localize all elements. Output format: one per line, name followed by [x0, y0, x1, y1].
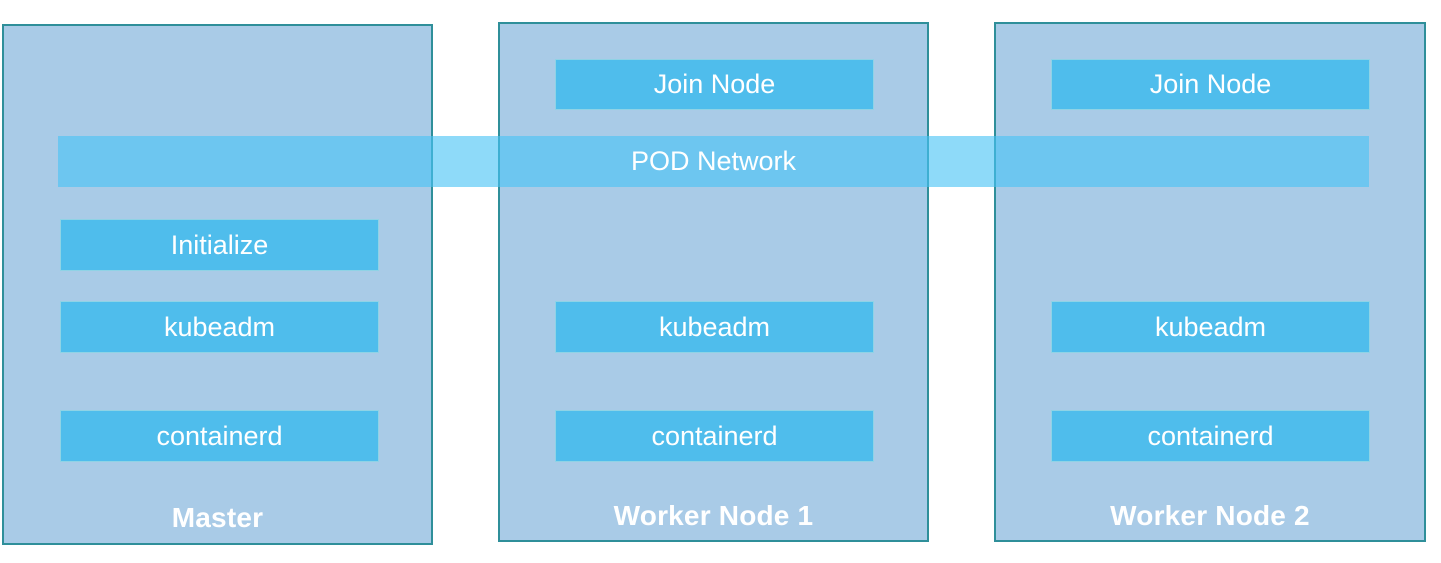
master-kubeadm-box: kubeadm — [60, 301, 379, 353]
master-node-label: Master — [171, 502, 264, 533]
pod-network-band: POD Network — [58, 136, 1369, 187]
worker-node-2: Join Node kubeadm containerd Worker Node… — [994, 22, 1426, 542]
worker-node-1-label: Worker Node 1 — [613, 500, 814, 531]
worker1-containerd-box: containerd — [555, 410, 874, 462]
worker-node-1: Join Node kubeadm containerd Worker Node… — [498, 22, 929, 542]
worker1-join-node-box: Join Node — [555, 59, 874, 110]
master-node: Initialize kubeadm containerd Master — [2, 24, 433, 545]
initialize-box: Initialize — [60, 219, 379, 271]
worker1-kubeadm-box: kubeadm — [555, 301, 874, 353]
worker2-kubeadm-box: kubeadm — [1051, 301, 1370, 353]
worker2-join-node-box: Join Node — [1051, 59, 1370, 110]
master-containerd-box: containerd — [60, 410, 379, 462]
worker-node-2-label: Worker Node 2 — [1110, 500, 1310, 531]
worker2-containerd-box: containerd — [1051, 410, 1370, 462]
